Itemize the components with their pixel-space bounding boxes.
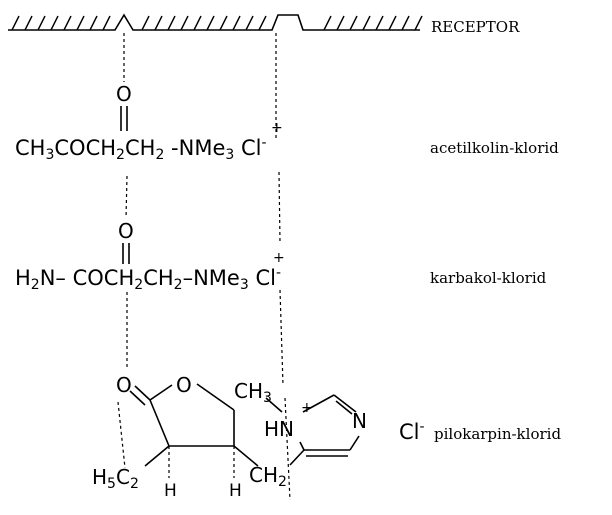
pilocarpine-structure: O O H5C2 H H CH2 CH3 HN + N Cl- <box>92 373 425 501</box>
hatch-mark <box>180 15 189 31</box>
carbachol-charge: + <box>273 250 285 266</box>
pilocarpine-carbonyl-oxygen: O <box>116 373 132 397</box>
carbachol-label: karbakol-klorid <box>430 269 547 287</box>
acetylcholine-formula: CH3COCH2CH2 -NMe3 Cl- <box>15 135 267 163</box>
pilocarpine-charge: + <box>301 400 313 416</box>
hatch-mark <box>232 15 241 31</box>
carbachol-formula: H2N– COCH2CH2–NMe3 Cl- <box>15 265 281 293</box>
pilocarpine-imidazole-n: N <box>352 409 367 433</box>
carbachol-carbonyl-oxygen: O <box>118 219 134 243</box>
hatch-mark <box>102 15 111 31</box>
hatch-mark <box>167 15 176 31</box>
ammonium-interaction-line-3 <box>279 289 284 386</box>
receptor-label: RECEPTOR <box>431 18 520 36</box>
pilocarpine-ring-oxygen: O <box>176 373 192 397</box>
hatch-mark <box>388 15 397 31</box>
acetylcholine-carbonyl-oxygen: O <box>116 82 132 106</box>
acetylcholine-charge: + <box>271 120 283 136</box>
hatch-mark <box>206 15 215 31</box>
hatch-mark <box>349 15 358 31</box>
ammonium-interaction-line-2 <box>278 171 281 244</box>
hatch-mark <box>76 15 85 31</box>
pilocarpine-ethyl: H5C2 <box>92 465 139 492</box>
pilocarpine-label: pilokarpin-klorid <box>434 425 561 443</box>
hatch-mark <box>89 15 98 31</box>
hatch-mark <box>50 15 59 31</box>
hatch-mark <box>24 15 33 31</box>
hatch-mark <box>401 15 410 31</box>
acetylcholine-label: acetilkolin-klorid <box>430 139 559 157</box>
hatch-mark <box>323 15 332 31</box>
hatch-mark <box>245 15 254 31</box>
carbachol-structure: O H2N– COCH2CH2–NMe3 Cl- + <box>15 219 285 293</box>
carbonyl-interaction-line-4 <box>117 401 126 469</box>
hatch-mark <box>219 15 228 31</box>
hatch-mark <box>258 15 267 31</box>
hatch-mark <box>362 15 371 31</box>
pilocarpine-methyl: CH3 <box>234 379 272 406</box>
hatch-mark <box>154 15 163 31</box>
hatch-mark <box>336 15 345 31</box>
pilocarpine-hydrogen-right: H <box>229 481 242 501</box>
pilocarpine-methylene: CH2 <box>249 463 287 490</box>
receptor-hatching <box>11 15 423 31</box>
interaction-lines <box>117 33 291 501</box>
hatch-mark <box>193 15 202 31</box>
receptor-surface <box>8 13 423 31</box>
pilocarpine-hydrogen-left: H <box>164 481 177 501</box>
ammonium-interaction-line-4 <box>284 397 291 501</box>
hatch-mark <box>141 15 150 31</box>
pilocarpine-counter-ion: Cl- <box>399 419 425 444</box>
hatch-mark <box>11 15 20 31</box>
hatch-mark <box>414 15 423 31</box>
acetylcholine-structure: O CH3COCH2CH2 -NMe3 Cl- + <box>15 82 283 163</box>
pilocarpine-imidazole-nh: HN <box>264 417 294 441</box>
carbonyl-interaction-line-2 <box>125 175 128 219</box>
hatch-mark <box>37 15 46 31</box>
hatch-mark <box>63 15 72 31</box>
hatch-mark <box>375 15 384 31</box>
